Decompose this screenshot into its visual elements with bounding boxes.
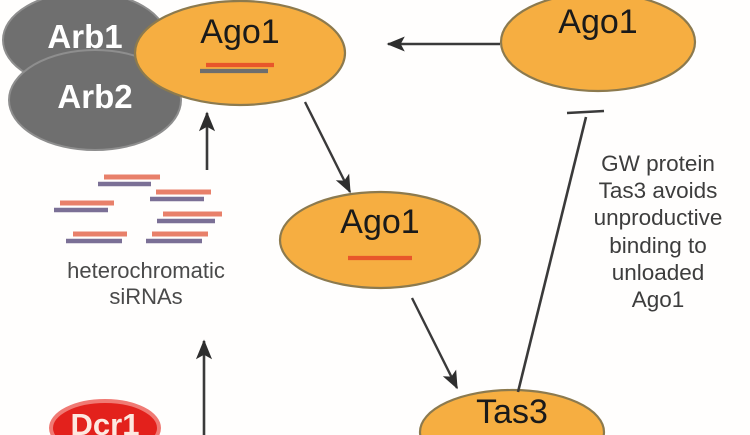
- node-tas3: [418, 388, 606, 435]
- gw-note-line-2: Tas3 avoids: [598, 178, 718, 204]
- edge-complex-to-guide: [303, 101, 352, 194]
- gw-note-line-3: unproductive: [593, 205, 723, 231]
- node-ago1-loaded-complex: [133, 0, 347, 107]
- heterochromatic-sirnas-caption: heterochromatic siRNAs: [35, 258, 257, 309]
- sirna-caption-line-2: siRNAs: [109, 283, 183, 309]
- node-ago1-free: [499, 0, 697, 93]
- gw-note-line-5: unloaded: [611, 259, 705, 285]
- edge-tas3-inhibits-ago1free: [516, 109, 605, 393]
- gw-note-line-4: binding to: [609, 232, 707, 258]
- node-ago1-guide: [278, 190, 482, 290]
- sirna-caption-line-1: heterochromatic: [67, 258, 225, 283]
- inhibition-tbar: [566, 109, 605, 115]
- gw-protein-note: GW protein Tas3 avoids unproductive bind…: [572, 150, 744, 313]
- node-dcr1: [49, 399, 161, 435]
- gw-note-line-1: GW protein: [601, 151, 715, 176]
- edge-guide-to-tas3: [410, 297, 459, 390]
- node-arb2: [8, 49, 182, 151]
- heterochromatic-sirna-pool: [54, 174, 222, 244]
- gw-note-line-6: Ago1: [631, 287, 685, 313]
